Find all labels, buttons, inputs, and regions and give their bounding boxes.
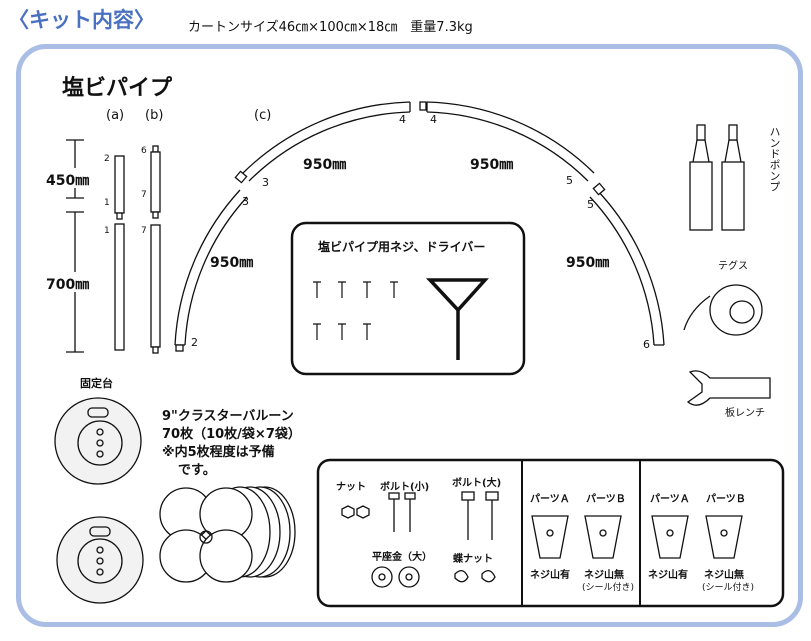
screwdriver-icon bbox=[425, 278, 489, 360]
pipe-b bbox=[150, 145, 161, 354]
thread-yes-label: ネジ山有 bbox=[648, 570, 688, 581]
pipe-number: 4 bbox=[399, 113, 406, 126]
stand-label: 固定台 bbox=[80, 377, 113, 390]
wing-nut-label: 蝶ナット bbox=[453, 554, 493, 565]
washer-icon bbox=[371, 566, 420, 588]
parts-icon bbox=[531, 515, 743, 559]
balloon-stack-icon bbox=[159, 486, 296, 583]
pipe-number: 4 bbox=[430, 113, 437, 126]
pipes-heading: 塩ビパイプ bbox=[62, 76, 173, 101]
arc-length: 950㎜ bbox=[470, 157, 514, 173]
dim-700: 700㎜ bbox=[46, 277, 90, 293]
arc-length: 950㎜ bbox=[566, 255, 610, 271]
pipe-number: 7 bbox=[141, 190, 147, 200]
carton-size-info: カートンサイズ46㎝×100㎝×18㎝ 重量7.3kg bbox=[188, 20, 473, 35]
arch-pipes bbox=[174, 101, 665, 352]
balloon-line2: 70枚（10枚/袋×7袋） bbox=[162, 427, 301, 442]
tegusu-icon bbox=[683, 284, 763, 336]
bolt-large-label: ボルト(大) bbox=[452, 478, 502, 489]
pipe-number: 1 bbox=[104, 198, 110, 208]
bolt-small-label: ボルト(小) bbox=[380, 482, 430, 493]
arc-length: 950㎜ bbox=[303, 157, 347, 173]
washer-label: 平座金（大） bbox=[372, 552, 432, 563]
pipe-number: 6 bbox=[643, 338, 650, 351]
wrench-icon bbox=[686, 370, 771, 406]
arc-length: 950㎜ bbox=[210, 255, 254, 271]
nut-icon bbox=[341, 505, 370, 519]
pipe-number: 7 bbox=[141, 226, 147, 236]
balloon-line4: です。 bbox=[178, 463, 216, 478]
parts-a-label: パーツＡ bbox=[650, 494, 690, 505]
parts-b-label: パーツＢ bbox=[706, 494, 746, 505]
kit-contents-title: 〈キット内容〉 bbox=[8, 8, 155, 32]
dimension-marker bbox=[66, 139, 84, 353]
stand-icon bbox=[54, 397, 144, 604]
thread-yes-label: ネジ山有 bbox=[530, 570, 570, 581]
screws-title: 塩ビパイプ用ネジ、ドライバー bbox=[318, 240, 486, 254]
pipe-a bbox=[114, 155, 125, 351]
pipe-number: 2 bbox=[191, 336, 198, 349]
parts-b-label: パーツＢ bbox=[586, 494, 626, 505]
label-a: (a) bbox=[106, 108, 125, 123]
hand-pump-icon bbox=[689, 124, 745, 231]
seal-label: (シール付き) bbox=[582, 583, 635, 593]
hand-pump-label: ハンドポンプ bbox=[768, 126, 781, 192]
pipe-number: 2 bbox=[104, 154, 110, 164]
wing-nut-icon bbox=[454, 570, 496, 583]
pipe-number: 5 bbox=[566, 174, 573, 187]
pipe-number: 5 bbox=[587, 198, 594, 211]
pipe-number: 6 bbox=[141, 146, 147, 156]
wrench-label: 板レンチ bbox=[725, 408, 765, 419]
dim-450: 450㎜ bbox=[46, 173, 90, 189]
parts-a-label: パーツＡ bbox=[530, 494, 570, 505]
hardware-box bbox=[316, 458, 785, 608]
thread-no-label: ネジ山無 bbox=[584, 570, 624, 581]
pipe-number: 3 bbox=[242, 195, 249, 208]
tegusu-label: テグス bbox=[718, 261, 748, 272]
pipe-number: 1 bbox=[104, 226, 110, 236]
screws-box bbox=[290, 221, 526, 376]
nut-label: ナット bbox=[336, 482, 366, 493]
seal-label: (シール付き) bbox=[702, 583, 755, 593]
label-b: (b) bbox=[145, 108, 164, 123]
thread-no-label: ネジ山無 bbox=[704, 570, 744, 581]
balloon-line1: 9"クラスターバルーン bbox=[162, 409, 294, 424]
pipe-number: 3 bbox=[262, 176, 269, 189]
balloon-line3: ※内5枚程度は予備 bbox=[162, 445, 275, 460]
bolt-icon bbox=[388, 491, 499, 540]
label-c: (c) bbox=[254, 108, 272, 123]
screw-icon bbox=[313, 281, 398, 340]
